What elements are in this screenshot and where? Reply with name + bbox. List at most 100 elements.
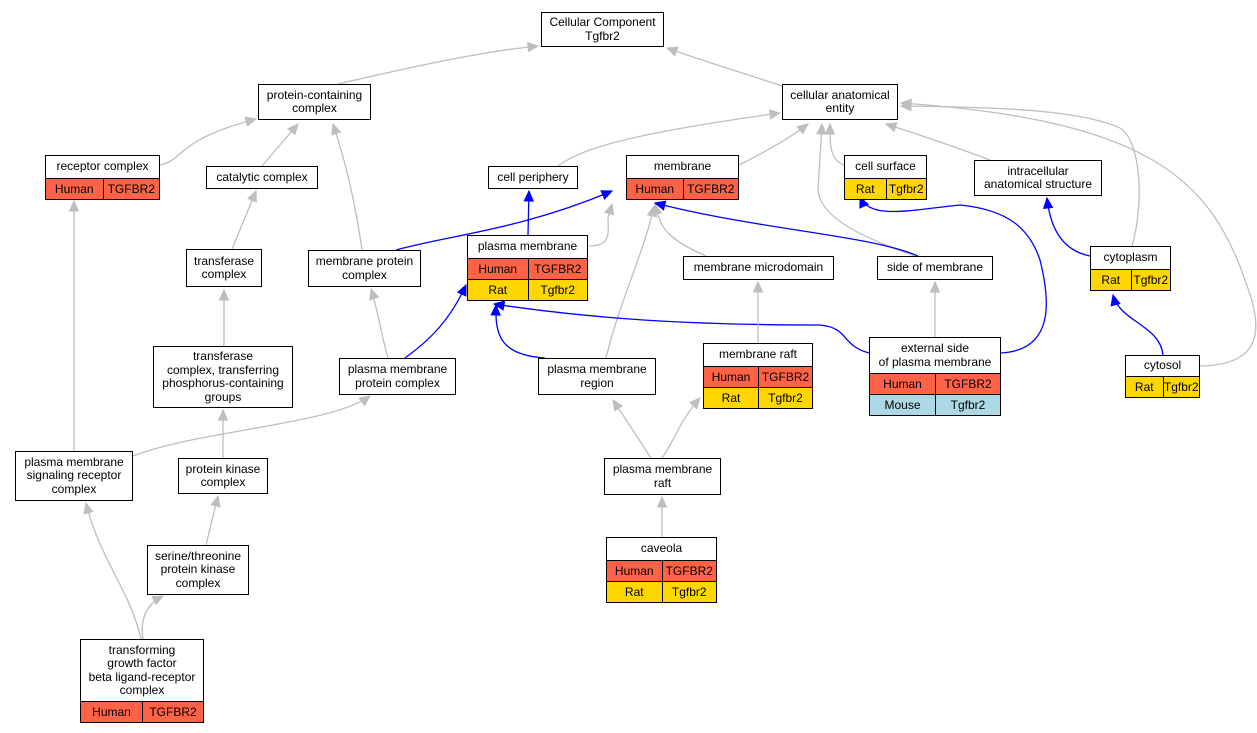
edge-line xyxy=(817,123,916,257)
gene-cell: TGFBR2 xyxy=(682,179,739,199)
edge-cytosol-to-cellular-anatomical-entity xyxy=(899,98,1257,367)
edge-pm-raft-to-pm-region xyxy=(612,398,652,459)
species-cell: Human xyxy=(614,564,654,578)
edge-catalytic-complex-to-protein-containing-complex xyxy=(261,123,299,167)
node-title: receptor complex xyxy=(56,159,149,174)
species-cell: Mouse xyxy=(884,398,921,412)
arrowhead xyxy=(612,398,624,412)
gene-cell: Tgfbr2 xyxy=(527,280,588,300)
edge-cell-surface-to-cellular-anatomical-entity xyxy=(824,122,845,166)
annotation-row: Rat Tgfbr2 xyxy=(607,581,716,602)
arrowhead xyxy=(68,199,80,212)
node-membrane-microdomain[interactable]: membrane microdomain xyxy=(683,256,834,280)
edge-line xyxy=(612,399,652,459)
edge-line xyxy=(370,288,389,359)
arrowhead xyxy=(1042,196,1054,210)
edge-pm-region-to-membrane xyxy=(605,204,658,359)
edge-side-of-membrane-to-membrane xyxy=(653,200,919,257)
arrowhead xyxy=(490,303,501,316)
edge-line xyxy=(85,502,142,640)
annotation-row: Mouse Tgfbr2 xyxy=(870,394,1000,415)
edge-line xyxy=(588,203,613,247)
edge-intracellular-to-cellular-anatomical-entity xyxy=(884,122,991,161)
species-cell: Human xyxy=(92,705,131,719)
node-plasma-membrane-region[interactable]: plasma membrane region xyxy=(538,358,656,395)
node-title: Cellular Component Tgfbr2 xyxy=(549,15,656,43)
edge-line xyxy=(885,123,991,161)
gene-cell: Tgfbr2 xyxy=(935,395,1000,415)
edge-membrane-to-cellular-anatomical-entity xyxy=(738,123,809,166)
arrowhead xyxy=(358,395,371,407)
node-cell-periphery[interactable]: cell periphery xyxy=(488,166,578,189)
arrowhead xyxy=(287,123,299,136)
node-title: plasma membrane raft xyxy=(612,462,713,490)
node-plasma-membrane-raft[interactable]: plasma membrane raft xyxy=(604,458,721,495)
node-transferase-complex[interactable]: transferase complex xyxy=(186,249,262,287)
node-serine-threonine-pk-complex[interactable]: serine/threonine protein kinase complex xyxy=(147,545,249,595)
node-plasma-membrane-protein-complex[interactable]: plasma membrane protein complex xyxy=(339,358,456,395)
species-cell: Rat xyxy=(488,283,508,297)
gene-cell: TGFBR2 xyxy=(102,179,160,199)
node-protein-kinase-complex[interactable]: protein kinase complex xyxy=(178,458,268,494)
edge-line xyxy=(395,190,613,251)
node-side-of-membrane[interactable]: side of membrane xyxy=(877,256,993,280)
edge-side-of-membrane-to-cellular-anatomical-entity xyxy=(816,122,916,257)
species-cell: Rat xyxy=(1101,273,1121,287)
edge-line xyxy=(738,123,809,166)
node-transferase-phospho[interactable]: transferase complex, transferring phosph… xyxy=(153,346,293,408)
edge-line xyxy=(493,303,870,354)
gene-cell: Tgfbr2 xyxy=(885,179,927,199)
edge-serine-threonine-to-protein-kinase-complex xyxy=(205,494,221,546)
node-protein-containing-complex[interactable]: protein-containing complex xyxy=(258,84,371,120)
edge-pm-protein-complex-to-plasma-membrane xyxy=(404,283,467,359)
node-catalytic-complex[interactable]: catalytic complex xyxy=(206,166,318,189)
node-title: membrane raft xyxy=(718,347,798,362)
node-title: membrane xyxy=(653,159,712,174)
node-membrane-protein-complex[interactable]: membrane protein complex xyxy=(308,250,421,287)
arrowhead xyxy=(527,41,540,53)
node-cellular-anatomical-entity[interactable]: cellular anatomical entity xyxy=(782,84,898,120)
edge-pm-signaling-to-pm-protein-complex xyxy=(132,395,371,457)
edge-line xyxy=(495,304,546,359)
node-tgfb-ligand-receptor-complex[interactable]: transforming growth factor beta ligand-r… xyxy=(80,639,204,723)
arrowhead xyxy=(689,397,701,410)
node-pm-signaling-receptor-complex[interactable]: plasma membrane signaling receptor compl… xyxy=(15,451,133,501)
edge-transferase-complex-to-catalytic-complex xyxy=(231,189,257,250)
edge-cytoplasm-to-intracellular xyxy=(1042,196,1091,257)
species-cell: Human xyxy=(883,377,922,391)
edge-line xyxy=(404,284,467,359)
edge-protein-kinase-complex-to-transferase-phospho xyxy=(217,408,229,458)
node-root[interactable]: Cellular Component Tgfbr2 xyxy=(541,12,664,47)
arrowhead xyxy=(796,123,809,135)
arrowhead xyxy=(884,122,898,133)
node-title: side of membrane xyxy=(886,260,984,275)
node-intracellular-anatomical-structure[interactable]: intracellular anatomical structure xyxy=(974,160,1102,196)
arrowhead xyxy=(218,288,230,301)
arrowhead xyxy=(83,501,94,515)
species-cell: Human xyxy=(711,370,751,384)
edge-line xyxy=(132,395,371,457)
edge-pm-region-to-plasma-membrane xyxy=(490,303,546,359)
gene-cell: Tgfbr2 xyxy=(1162,377,1200,397)
species-cell: Rat xyxy=(624,585,644,599)
gene-cell: Tgfbr2 xyxy=(1130,270,1171,290)
gene-cell: Tgfbr2 xyxy=(661,582,717,602)
node-title: intracellular anatomical structure xyxy=(983,163,1093,191)
edge-external-side-to-side-of-membrane xyxy=(929,280,941,337)
